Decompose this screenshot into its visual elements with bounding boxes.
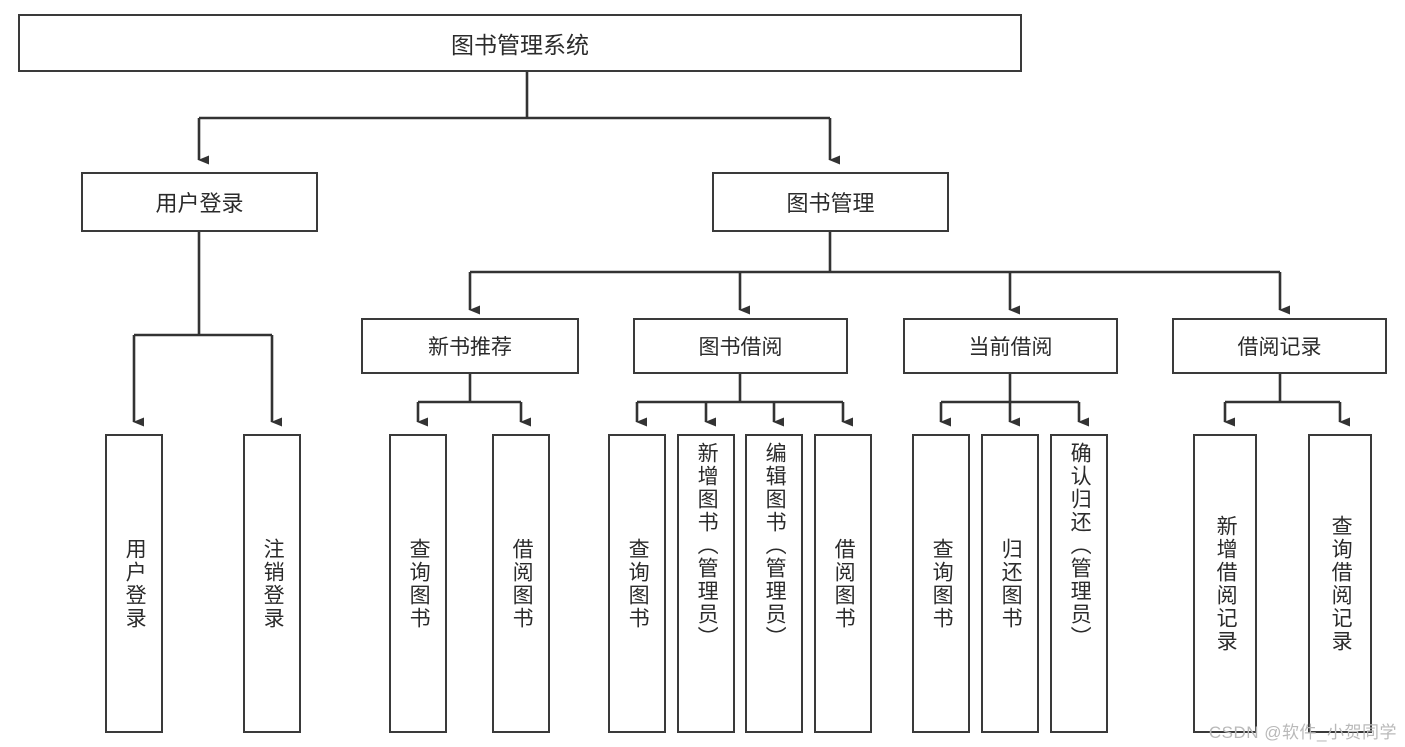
leaf-label: 注销登录 xyxy=(261,537,285,630)
leaf-label: 新增图书（管理员） xyxy=(695,442,719,649)
leaf-user-login-logout[interactable]: 注销登录 xyxy=(243,434,301,733)
node-current-borrowing[interactable]: 当前借阅 xyxy=(903,318,1118,374)
leaf-label: 查询借阅记录 xyxy=(1329,514,1353,653)
leaf-book-borrow-borrow-book[interactable]: 借阅图书 xyxy=(814,434,872,733)
node-book-borrowing[interactable]: 图书借阅 xyxy=(633,318,848,374)
leaf-borrow-record-query-record[interactable]: 查询借阅记录 xyxy=(1308,434,1372,733)
leaf-current-borrow-query-book[interactable]: 查询图书 xyxy=(912,434,970,733)
leaf-book-borrow-edit-book-admin[interactable]: 编辑图书（管理员） xyxy=(745,434,803,733)
node-book-management-system[interactable]: 图书管理系统 xyxy=(18,14,1022,72)
leaf-label: 查询图书 xyxy=(626,537,650,630)
leaf-label: 新增借阅记录 xyxy=(1214,514,1238,653)
leaf-label: 编辑图书（管理员） xyxy=(763,442,787,649)
leaf-current-borrow-confirm-return-admin[interactable]: 确认归还（管理员） xyxy=(1050,434,1108,733)
node-label: 图书管理系统 xyxy=(451,32,589,58)
leaf-label: 借阅图书 xyxy=(832,537,856,630)
leaf-label: 借阅图书 xyxy=(510,537,534,630)
node-label: 新书推荐 xyxy=(428,336,512,359)
leaf-label: 确认归还（管理员） xyxy=(1068,442,1092,649)
node-label: 图书管理 xyxy=(786,191,875,216)
leaf-label: 用户登录 xyxy=(123,537,147,630)
node-label: 图书借阅 xyxy=(698,336,783,359)
node-label: 当前借阅 xyxy=(968,336,1053,359)
leaf-borrow-record-add-record[interactable]: 新增借阅记录 xyxy=(1193,434,1257,733)
leaf-book-borrow-add-book-admin[interactable]: 新增图书（管理员） xyxy=(677,434,735,733)
node-new-book-recommendation[interactable]: 新书推荐 xyxy=(361,318,579,374)
leaf-book-borrow-query-book[interactable]: 查询图书 xyxy=(608,434,666,733)
node-label: 借阅记录 xyxy=(1237,336,1322,359)
leaf-current-borrow-return-book[interactable]: 归还图书 xyxy=(981,434,1039,733)
node-label: 用户登录 xyxy=(155,191,244,216)
leaf-new-book-query-book[interactable]: 查询图书 xyxy=(389,434,447,733)
leaf-label: 查询图书 xyxy=(930,537,954,630)
watermark: CSDN @软件_小贺同学 xyxy=(1208,723,1397,742)
leaf-label: 归还图书 xyxy=(999,537,1023,630)
node-book-management[interactable]: 图书管理 xyxy=(712,172,949,232)
leaf-new-book-borrow-book[interactable]: 借阅图书 xyxy=(492,434,550,733)
node-user-login[interactable]: 用户登录 xyxy=(81,172,318,232)
leaf-user-login-login[interactable]: 用户登录 xyxy=(105,434,163,733)
node-borrowing-record[interactable]: 借阅记录 xyxy=(1172,318,1387,374)
leaf-label: 查询图书 xyxy=(407,537,431,630)
